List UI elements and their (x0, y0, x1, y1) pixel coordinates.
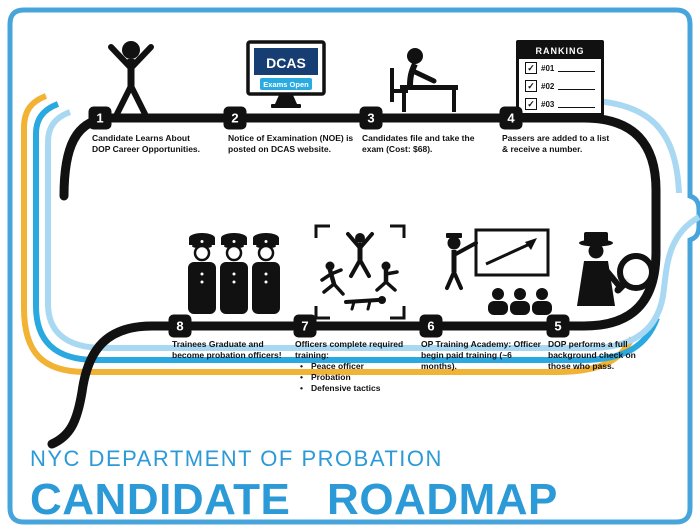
step-7-label-block: Officers complete required training: Pea… (295, 339, 419, 394)
step-3-label: Candidates file and take the exam (Cost:… (362, 133, 475, 155)
step-2-label: Notice of Examination (NOE) is posted on… (228, 133, 354, 155)
step-4-marker: 4 (499, 106, 523, 130)
stripe-lightblue (45, 109, 700, 351)
checkbox-icon: ✓ (525, 80, 537, 92)
step-4-label: Passers are added to a list & receive a … (502, 133, 610, 155)
ranking-row: ✓ #01 (519, 59, 601, 77)
step-8-marker: 8 (168, 314, 192, 338)
step-7-bullet-3: Defensive tactics (295, 383, 419, 394)
stripe-cyan (33, 101, 660, 363)
background-check-detective-icon (577, 232, 655, 306)
required-training-exercises-icon (314, 224, 406, 320)
ranking-list-icon: RANKING ✓ #01 ✓ #02 ✓ #03 (516, 40, 604, 116)
banner-title: CANDIDATE ROADMAP (30, 475, 558, 524)
graduating-officers-icon (188, 233, 280, 314)
ranking-item: #02 (541, 81, 555, 91)
exam-taker-icon (390, 48, 458, 112)
step-2-marker: 2 (223, 106, 247, 130)
ranking-title: RANKING (519, 43, 601, 59)
ranking-item: #03 (541, 99, 555, 109)
ranking-underline (558, 83, 595, 90)
step-6-marker: 6 (419, 314, 443, 338)
checkbox-icon: ✓ (525, 62, 537, 74)
monitor-screen (254, 48, 318, 75)
ranking-row: ✓ #03 (519, 95, 601, 113)
step-7-bullet-2: Probation (295, 372, 419, 383)
ranking-underline (558, 101, 595, 108)
magnifying-glass-icon (617, 253, 655, 291)
stripe-yellow (21, 93, 635, 375)
step-3-marker: 3 (359, 106, 383, 130)
step-5-marker: 5 (546, 314, 570, 338)
step-6-label: OP Training Academy: Officer begin paid … (421, 339, 541, 372)
exams-open-banner (260, 78, 312, 90)
training-academy-icon (445, 228, 552, 315)
ranking-row: ✓ #02 (519, 77, 601, 95)
step-1-label: Candidate Learns About DOP Career Opport… (92, 133, 201, 155)
step-7-marker: 7 (293, 314, 317, 338)
step-7-label: Officers complete required training: (295, 339, 404, 361)
checkbox-icon: ✓ (525, 98, 537, 110)
officer-figure (188, 233, 216, 314)
trainee-audience (488, 288, 552, 315)
step-8-label: Trainees Graduate and become probation o… (172, 339, 282, 361)
officer-figure (252, 233, 280, 314)
step-1-marker: 1 (88, 106, 112, 130)
cheering-candidate-icon (108, 41, 154, 117)
exams-open-label: Exams Open (263, 80, 309, 89)
banner-department: NYC DEPARTMENT OF PROBATION (30, 446, 443, 471)
step-5-label: DOP performs a full background check on … (548, 339, 636, 372)
banner: NYC DEPARTMENT OF PROBATION CANDIDATE RO… (30, 446, 558, 525)
dcas-monitor-icon: DCAS Exams Open (246, 40, 326, 108)
step-7-bullet-1: Peace officer (295, 361, 419, 372)
ranking-underline (558, 65, 595, 72)
dcas-brand-label: DCAS (266, 55, 306, 71)
officer-figure (220, 233, 248, 314)
ranking-item: #01 (541, 63, 555, 73)
